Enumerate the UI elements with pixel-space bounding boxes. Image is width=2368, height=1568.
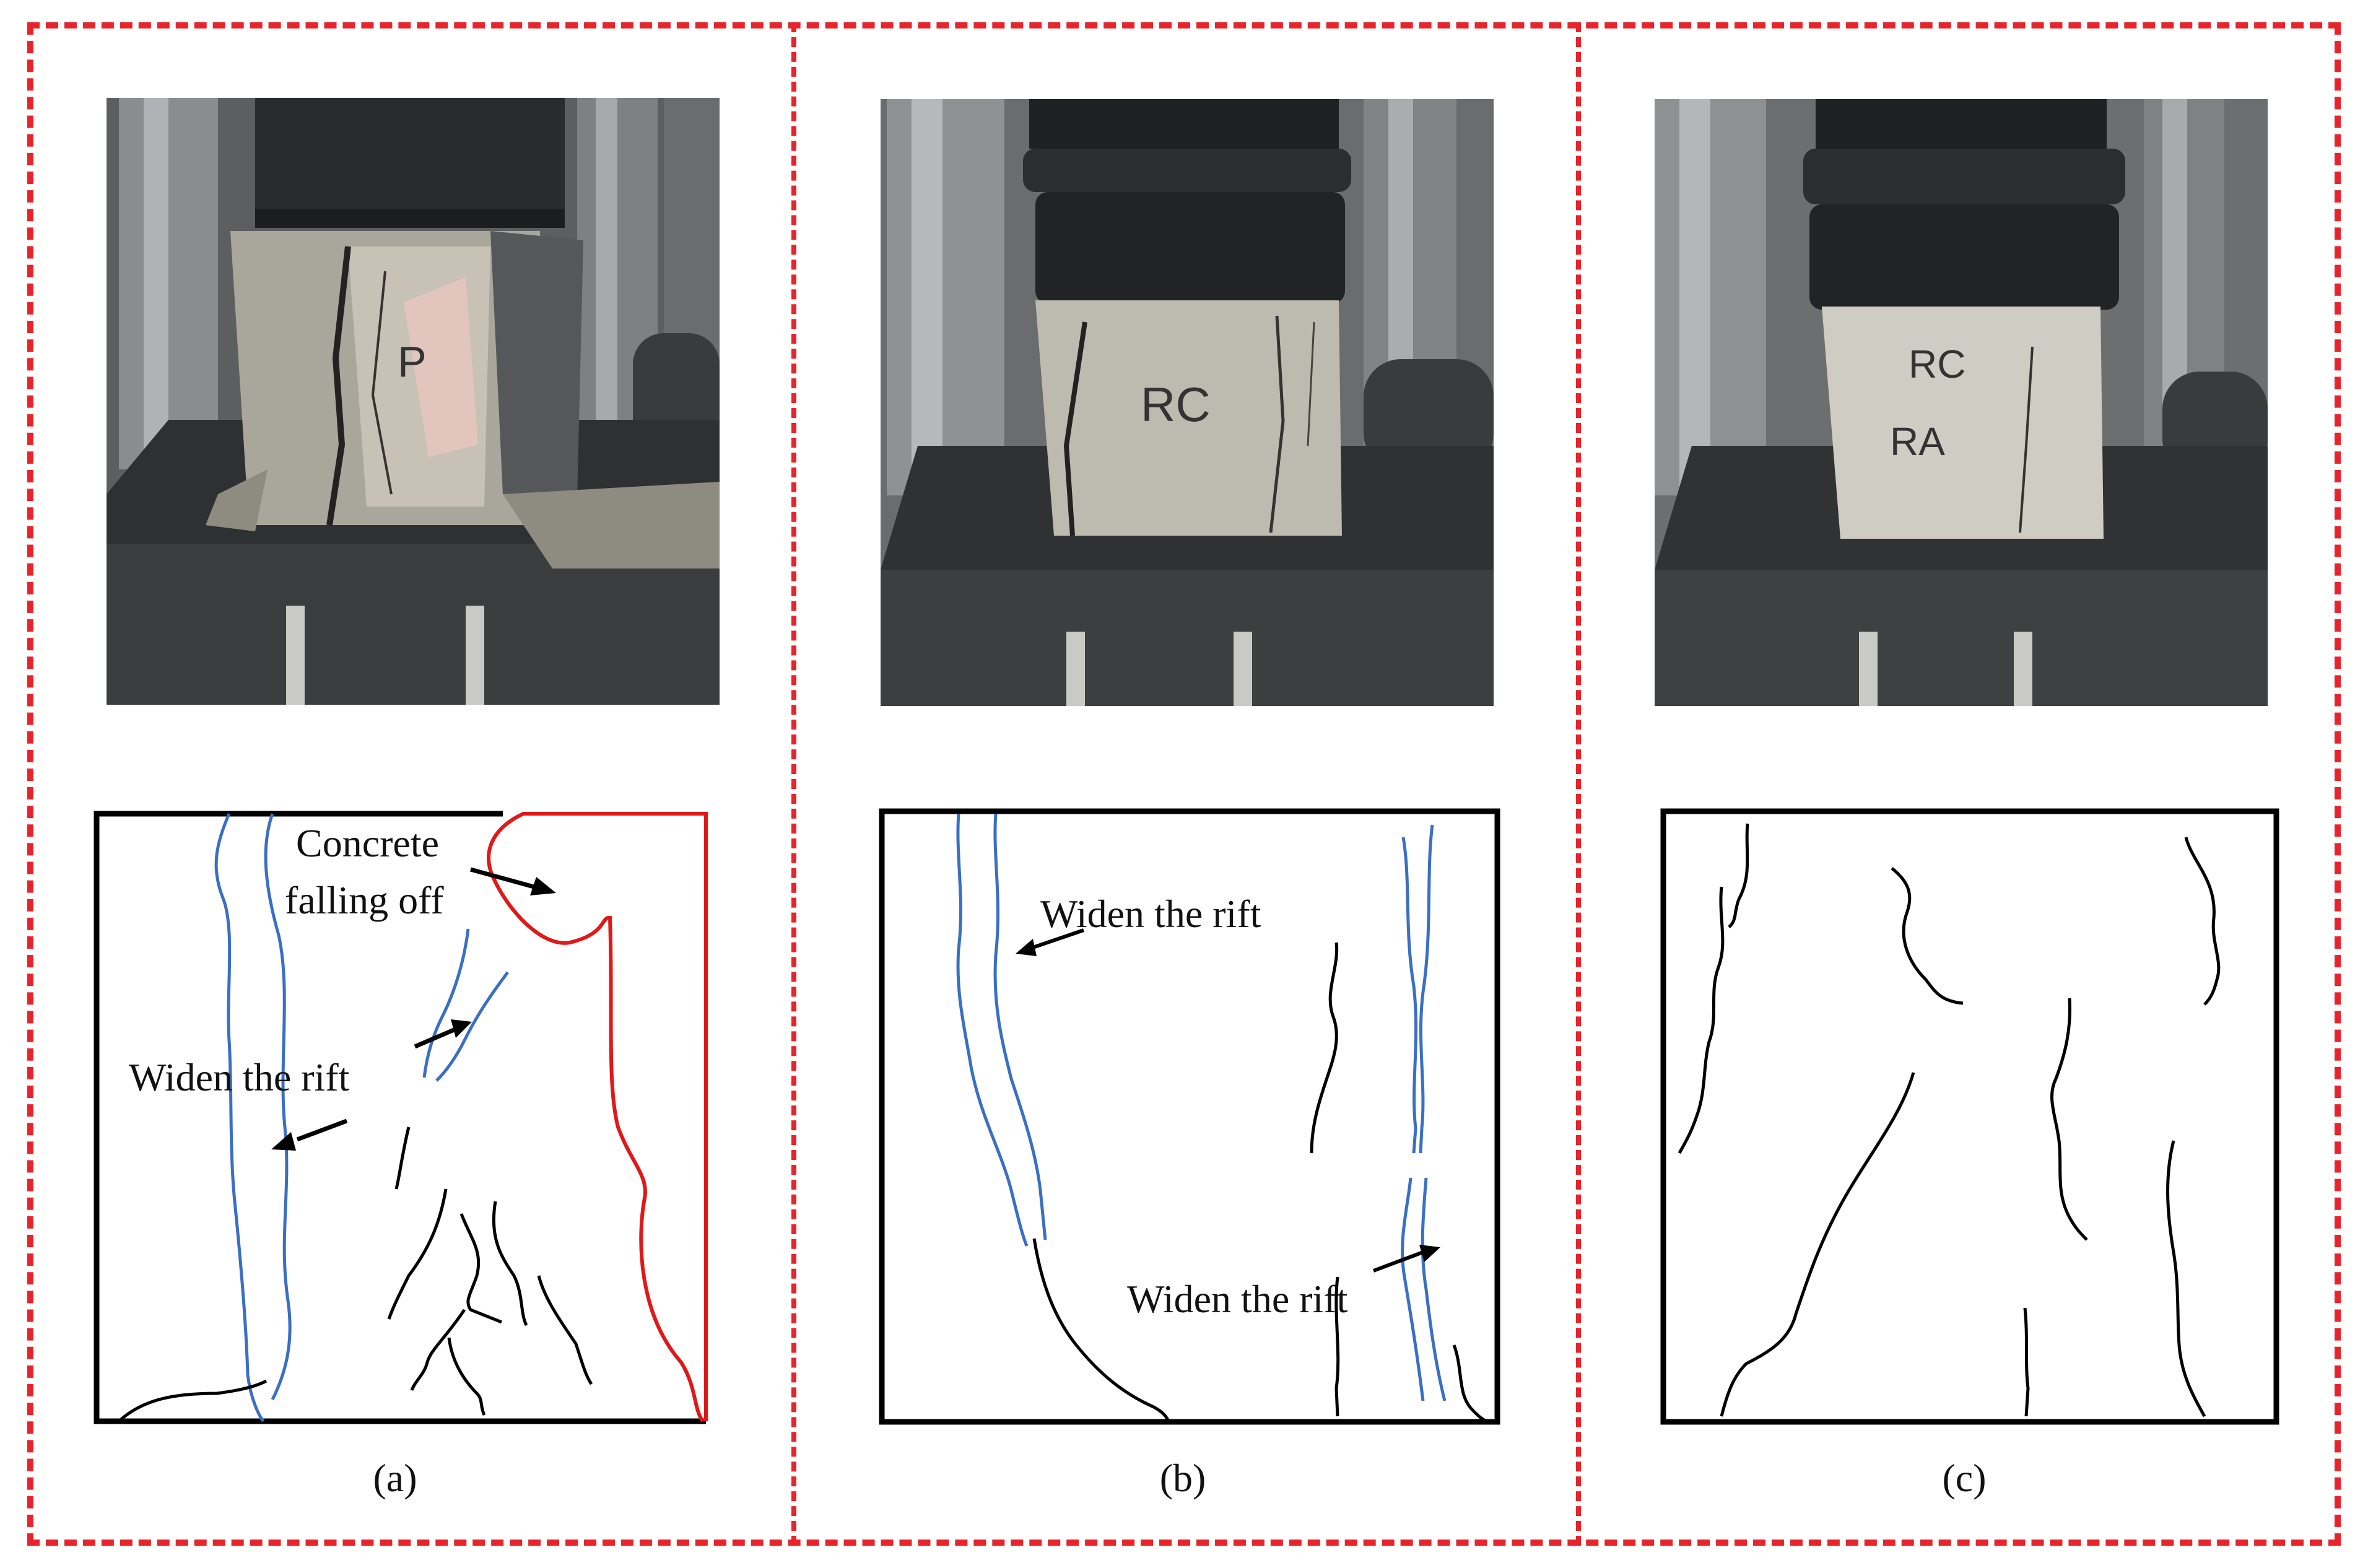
- crack-sketch-b: [879, 808, 1500, 1425]
- crack-6: [410, 1309, 466, 1391]
- arrow-widen-rift-1: [414, 1026, 459, 1049]
- annotation-concrete-falling-line2: falling off: [285, 878, 444, 922]
- widened-crack-2: [264, 813, 292, 1401]
- crack-c8: [2023, 1307, 2030, 1417]
- crack-3: [387, 1188, 448, 1320]
- widened-crack-b3: [1401, 837, 1418, 1154]
- crack-5: [459, 1213, 502, 1324]
- widened-crack-b6: [1421, 1177, 1447, 1401]
- annotation-widen-rift-a: Widen the rift: [129, 1055, 350, 1099]
- widened-crack-b1: [956, 813, 1029, 1247]
- sketch-a-frame: [94, 811, 706, 1424]
- crack-b2: [1310, 942, 1339, 1154]
- photo-specimen-c: RC RA: [1655, 99, 2268, 706]
- arrow-widen-rift-b1: [1032, 928, 1084, 949]
- arrow-widen-rift-2: [296, 1118, 348, 1142]
- specimen-marking-b: RC: [1141, 377, 1211, 432]
- panel-label-c: (c): [1942, 1456, 1987, 1500]
- crack-c6: [2050, 998, 2088, 1241]
- crack-4: [492, 1201, 528, 1326]
- crack-sketch-a: [94, 811, 708, 1424]
- crack-c2: [1678, 886, 1725, 1154]
- crack-sketch-c: [1660, 808, 2279, 1425]
- crack-b1: [1032, 1238, 1171, 1423]
- crack-b4: [1452, 1344, 1489, 1424]
- spalling-outline: [487, 812, 708, 1422]
- crack-c1: [1728, 823, 1749, 928]
- arrow-concrete-falling: [470, 867, 534, 889]
- crack-8: [447, 1337, 486, 1416]
- dashed-frame: [27, 22, 2341, 1546]
- specimen-marking-c-line1: RC: [1909, 342, 1965, 386]
- photo-specimen-a: P: [107, 98, 720, 705]
- widened-crack-3: [422, 928, 470, 1078]
- annotation-concrete-falling-line1: Concrete: [296, 821, 439, 865]
- specimen-marking-a: P: [398, 338, 427, 386]
- dashed-divider-1: [791, 22, 796, 1546]
- widened-crack-b4: [1419, 824, 1434, 1154]
- widened-crack-4: [435, 971, 510, 1082]
- dashed-divider-2: [1576, 22, 1581, 1546]
- crack-1: [118, 1379, 268, 1422]
- annotation-widen-rift-b-bottom: Widen the rift: [1127, 1277, 1348, 1321]
- crack-7: [537, 1275, 593, 1385]
- sketch-c-frame: [1660, 808, 2279, 1425]
- crack-b3: [1334, 1276, 1340, 1417]
- widened-crack-b2: [993, 813, 1047, 1240]
- annotation-widen-rift-b-top: Widen the rift: [1040, 892, 1261, 936]
- crack-c7: [2166, 1140, 2206, 1418]
- arrow-widen-rift-b2: [1372, 1250, 1424, 1273]
- sketch-b-frame: [879, 808, 1500, 1425]
- panel-label-b: (b): [1159, 1456, 1206, 1500]
- crack-c4: [2184, 837, 2221, 1006]
- photo-specimen-b: RC: [881, 99, 1494, 706]
- crack-c5: [1720, 1072, 1915, 1417]
- panel-label-a: (a): [373, 1456, 417, 1500]
- crack-c3: [1891, 867, 1964, 1005]
- crack-2: [394, 1126, 411, 1190]
- widened-crack-1: [214, 813, 265, 1422]
- widened-crack-b5: [1401, 1177, 1425, 1401]
- specimen-marking-c-line2: RA: [1890, 419, 1945, 464]
